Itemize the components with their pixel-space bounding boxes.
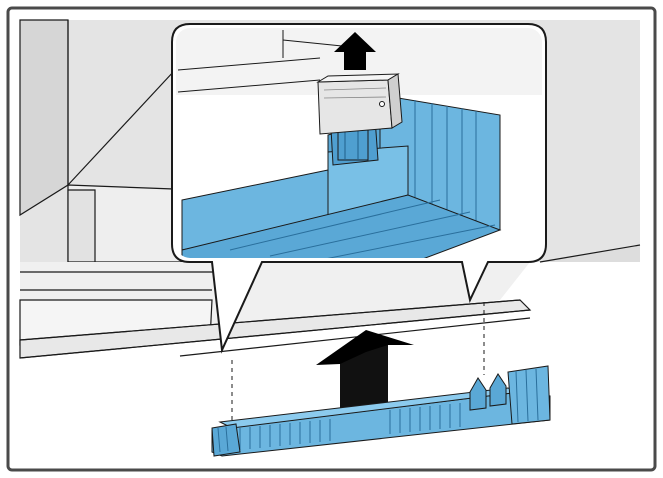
clip-part — [316, 73, 403, 166]
callout-arrow-up-icon — [334, 32, 376, 70]
alignment-guides — [231, 302, 485, 430]
detail-callout — [171, 23, 547, 354]
plinth-vent-grille — [211, 365, 551, 457]
